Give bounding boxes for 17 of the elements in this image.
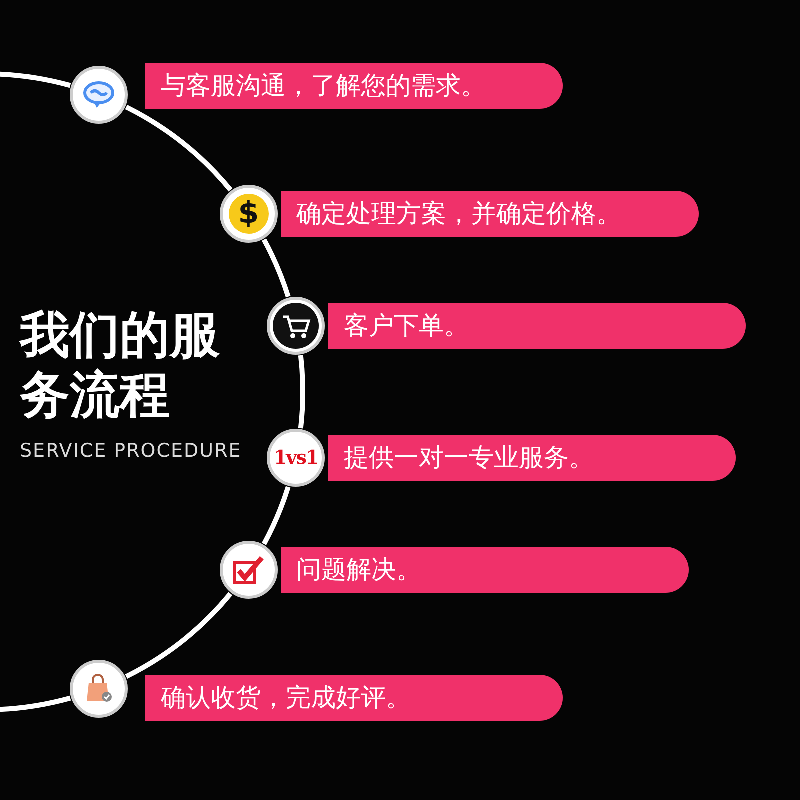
arc-line	[262, 238, 291, 298]
step-bar: 客户下单。	[328, 302, 746, 349]
step-bar: 问题解决。	[280, 546, 689, 593]
title: 我们的服务流程	[20, 305, 221, 425]
arc-line	[125, 105, 233, 192]
step-bar: 提供一对一专业服务。	[328, 435, 736, 482]
step-bar: 确定处理方案，并确定价格。	[280, 191, 699, 238]
arc-line	[298, 355, 306, 429]
dollar-coin-icon: $	[228, 194, 269, 234]
icon-circle	[220, 540, 278, 599]
arc-line	[125, 592, 233, 679]
icon-circle	[220, 185, 278, 244]
one-vs-one-text: 1vs1	[274, 447, 318, 470]
arc-line	[262, 486, 291, 546]
step-bar: 确认收货，完成好评。	[144, 674, 563, 721]
step-bar: 与客服沟通，了解您的需求。	[144, 63, 563, 110]
subtitle: SERVICE PROCEDURE	[20, 440, 242, 462]
